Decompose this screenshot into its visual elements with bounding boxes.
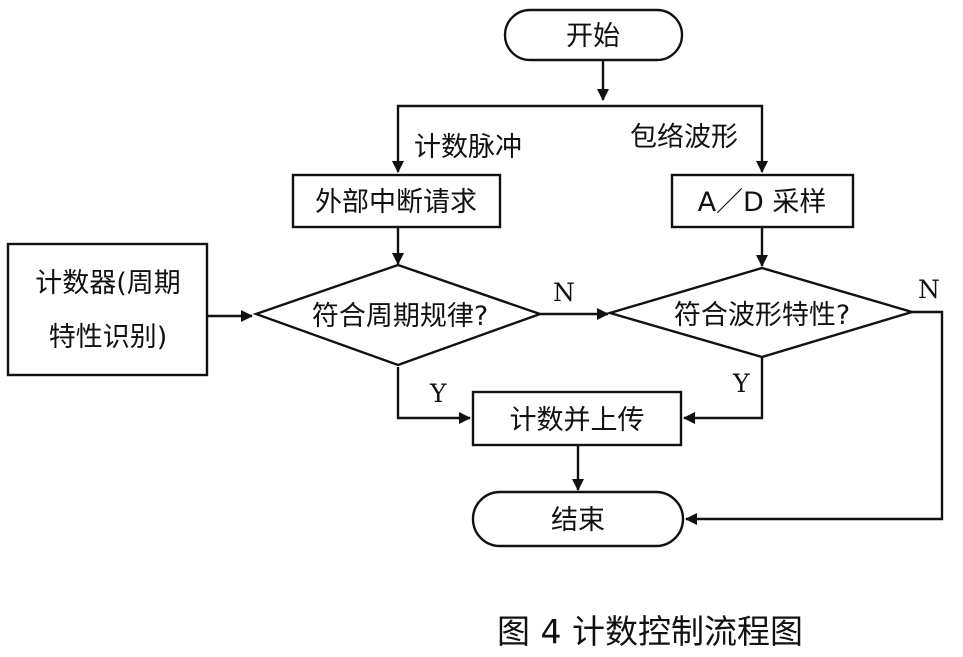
counter-box xyxy=(6,242,209,377)
count-upload-label: 计数并上传 xyxy=(510,405,645,436)
period-yes-arrow xyxy=(396,367,471,424)
edge-label-pulse: 计数脉冲 xyxy=(414,132,522,163)
interrupt-box xyxy=(291,173,502,229)
end-terminal xyxy=(471,490,685,548)
counter-label-line1: 计数器(周期 xyxy=(35,268,181,299)
edge-label-period-yes: Y xyxy=(429,379,447,408)
counter-label-line2: 特性识别) xyxy=(49,322,168,353)
count-upload-box xyxy=(471,390,683,447)
edge-label-wave-yes: Y xyxy=(732,369,750,398)
connectors xyxy=(207,60,944,525)
edge-label-wave-no: N xyxy=(918,275,940,304)
decision-wave-label: 符合波形特性? xyxy=(674,300,850,331)
split-right-branch xyxy=(603,104,768,173)
adc-box xyxy=(670,173,855,229)
interrupt-label: 外部中断请求 xyxy=(315,187,477,218)
start-label: 开始 xyxy=(566,21,620,52)
decision-period xyxy=(252,263,544,367)
end-label: 结束 xyxy=(551,505,605,536)
split-left-branch xyxy=(392,104,603,173)
decision-period-label: 符合周期规律? xyxy=(312,301,488,332)
decision-wave xyxy=(605,266,917,359)
adc-label: A／D 采样 xyxy=(698,187,827,218)
figure-caption: 图 4 计数控制流程图 xyxy=(497,612,803,651)
edge-label-period-no: N xyxy=(553,278,575,307)
wave-no-arrow xyxy=(685,310,944,525)
wave-yes-arrow xyxy=(683,358,764,424)
start-terminal xyxy=(503,8,684,62)
edge-label-envelope: 包络波形 xyxy=(630,122,738,153)
